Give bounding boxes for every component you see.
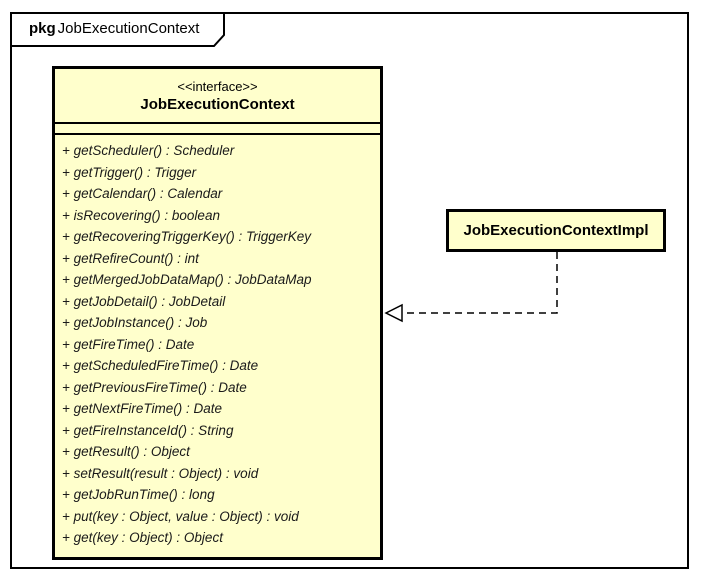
- method-signature: + getJobRunTime() : long: [62, 487, 215, 502]
- package-tab: [10, 12, 225, 47]
- interface-name: JobExecutionContext: [140, 95, 295, 113]
- package-tab-shape: [10, 12, 225, 47]
- method-signature: + getResult() : Object: [62, 444, 190, 459]
- method-signature: + getNextFireTime() : Date: [62, 401, 223, 416]
- method-signature: + getMergedJobDataMap() : JobDataMap: [62, 272, 312, 287]
- method-signature: + isRecovering() : boolean: [62, 207, 220, 223]
- method-signature: + getPreviousFireTime() : Date: [62, 379, 247, 395]
- method-signature: + getRefireCount() : int: [62, 250, 199, 266]
- package-tab-label: pkg JobExecutionContext: [10, 12, 214, 45]
- method-signature: + put(key : Object, value : Object) : vo…: [62, 508, 299, 524]
- method-signature: + get(key : Object) : Object: [62, 530, 223, 545]
- method-signature: + getScheduledFireTime() : Date: [62, 358, 259, 373]
- method-signature: + getFireInstanceId() : String: [62, 422, 234, 438]
- impl-class-name: JobExecutionContextImpl: [463, 222, 649, 239]
- package-keyword: pkg: [29, 20, 56, 37]
- method-signature: + getScheduler() : Scheduler: [62, 143, 235, 158]
- interface-methods-compartment: + getScheduler() : Scheduler + getTrigger…: [55, 135, 380, 557]
- method-signature: + setResult(result : Object) : void: [62, 465, 259, 481]
- class-box-jobexecutioncontext[interactable]: <<interface>> JobExecutionContext + getS…: [52, 66, 383, 560]
- method-signature: + getJobInstance() : Job: [62, 315, 208, 330]
- class-box-jobexecutioncontextimpl[interactable]: JobExecutionContextImpl: [446, 209, 666, 252]
- method-signature: + getJobDetail() : JobDetail: [62, 293, 226, 309]
- method-signature: + getFireTime() : Date: [62, 336, 195, 352]
- method-signature: + getCalendar() : Calendar: [62, 186, 223, 201]
- interface-stereotype: <<interface>>: [177, 78, 258, 94]
- interface-name-compartment: <<interface>> JobExecutionContext: [55, 69, 380, 124]
- method-signature: + getRecoveringTriggerKey() : TriggerKey: [62, 229, 311, 244]
- method-signature: + getTrigger() : Trigger: [62, 164, 197, 180]
- interface-attributes-compartment: [55, 124, 380, 135]
- package-name: JobExecutionContext: [57, 20, 200, 37]
